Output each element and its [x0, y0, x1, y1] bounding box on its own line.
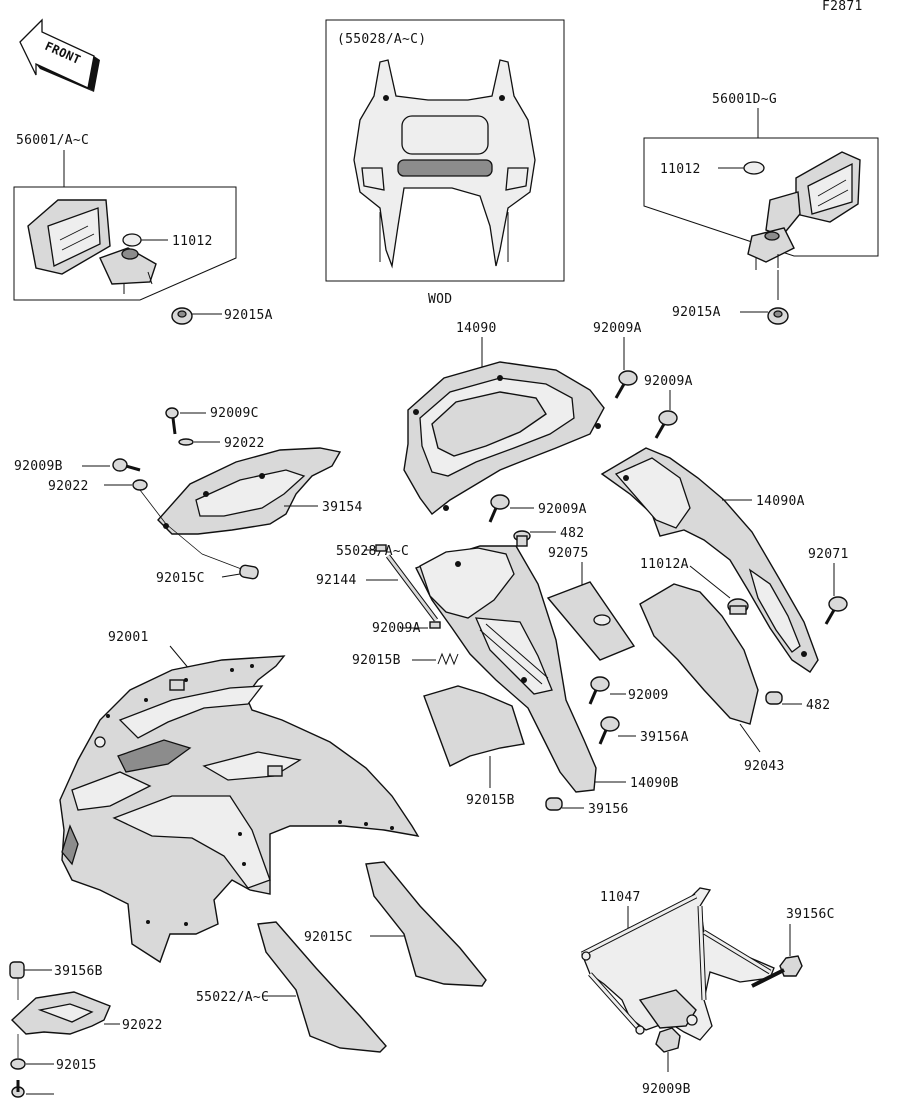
drawing-code: F2871 [822, 0, 863, 14]
left-mirror-nut [171, 307, 193, 325]
callout-92071: 11012A [640, 557, 689, 572]
bracket-55022 [10, 991, 111, 1035]
washer-92022-1 [178, 438, 194, 446]
nut-92015 [655, 1027, 681, 1053]
screw-92009-1 [824, 596, 848, 625]
callout-92009a-1: 92009A [593, 321, 642, 336]
grommet-92071 [727, 598, 749, 615]
screw-92009a-3 [488, 494, 510, 523]
callout-92015c-1: 92015C [156, 571, 205, 586]
callout-92015b-2: 39156 [588, 802, 629, 817]
inner-cover-39156c [365, 861, 487, 987]
inset-fairing-front-view [353, 59, 536, 269]
callout-55022-a-c: 92022 [122, 1018, 163, 1033]
callout-92015c-2: 39156B [54, 964, 103, 979]
right-mirror [747, 151, 861, 270]
main-fairing-55028 [59, 655, 420, 964]
collar-92015c-2 [9, 961, 25, 979]
callout-92022-3: 92015 [56, 1058, 97, 1073]
screw-92009b-1 [112, 458, 141, 472]
callout-92144: 92015B [352, 653, 401, 668]
callout-11012-right: 11012 [660, 162, 701, 177]
callout-92075: 482 [560, 526, 584, 541]
callout-92015a-left: 92015A [224, 308, 273, 323]
washer-92022-3 [10, 1058, 26, 1070]
side-panel-14090a [600, 447, 819, 673]
callout-92009b-1: 92009B [14, 459, 63, 474]
collar-92015b-2 [545, 797, 563, 811]
rod-92043 [386, 554, 438, 622]
callout-11012-left: 11012 [172, 234, 213, 249]
inset-caption: WOD [428, 292, 452, 307]
screw-92009b-2 [11, 1080, 25, 1098]
inset-box [325, 19, 565, 282]
bolt-92001 [751, 955, 803, 988]
callout-39156a: 92043 [744, 759, 785, 774]
inner-panel-39154 [157, 447, 342, 535]
inner-cover-39156b [257, 921, 387, 1053]
callout-11047: 11047 [600, 890, 641, 905]
stay-11047 [580, 887, 775, 1041]
callout-482-1: 55028/A~C [336, 544, 409, 559]
callout-482-2: 92009A [372, 621, 421, 636]
callout-92015b-1: 482 [806, 698, 830, 713]
right-mirror-nut [767, 307, 789, 325]
callout-39154: 39154 [322, 500, 363, 515]
screw-92009a-4 [588, 676, 610, 705]
clip-482-2 [429, 621, 441, 629]
callout-14090a: 14090A [756, 494, 805, 509]
right-mirror-cap [743, 161, 765, 175]
callout-92001: 39156C [786, 907, 835, 922]
callout-56001-a-c: 56001/A~C [16, 133, 89, 148]
center-bracket-14090b [415, 545, 597, 793]
screw-92009c [165, 407, 179, 435]
callout-92022-2: 92022 [48, 479, 89, 494]
clip-482-1 [375, 544, 387, 552]
left-mirror [27, 199, 157, 294]
callout-92009c: 92009C [210, 406, 259, 421]
left-mirror-box [13, 186, 237, 301]
callout-92009-1: 92071 [808, 547, 849, 562]
callout-39156: 92015B [466, 793, 515, 808]
callout-39156b: 55022/A~C [196, 990, 269, 1005]
meter-cover-14090 [403, 361, 605, 515]
callout-55028-a-c: 92001 [108, 630, 149, 645]
callout-39156c: 92015C [304, 930, 353, 945]
callout-14090b: 14090B [630, 776, 679, 791]
inner-cover-39156a [639, 583, 759, 725]
callout-92015a-right: 92015A [672, 305, 721, 320]
inset-box-label: (55028/A~C) [337, 32, 426, 47]
cover-39156 [423, 685, 525, 767]
collar-92015b-1 [765, 691, 783, 705]
callout-14090: 14090 [456, 321, 497, 336]
front-arrow-icon: FRONT [19, 18, 100, 92]
callout-92043: 92144 [316, 573, 357, 588]
right-mirror-box [643, 137, 879, 257]
cover-11012a [546, 581, 636, 661]
screw-92009a-1 [614, 370, 638, 399]
left-mirror-cap [122, 233, 142, 247]
screw-92009-2 [598, 716, 620, 745]
washer-92022-2 [132, 479, 148, 491]
callout-92009-2: 39156A [640, 730, 689, 745]
callout-92022-1: 92022 [224, 436, 265, 451]
callout-92009a-3: 92009A [538, 502, 587, 517]
spring-92144 [437, 652, 459, 666]
callout-56001d-g: 56001D~G [712, 92, 777, 107]
callout-92009a-4: 92009 [628, 688, 669, 703]
screw-92009a-2 [654, 410, 678, 439]
collar-92015c-1 [239, 564, 259, 580]
callout-11012a: 92075 [548, 546, 589, 561]
callout-92015: 92009B [642, 1082, 691, 1097]
grommet-92075 [513, 530, 531, 547]
callout-92009a-2: 92009A [644, 374, 693, 389]
